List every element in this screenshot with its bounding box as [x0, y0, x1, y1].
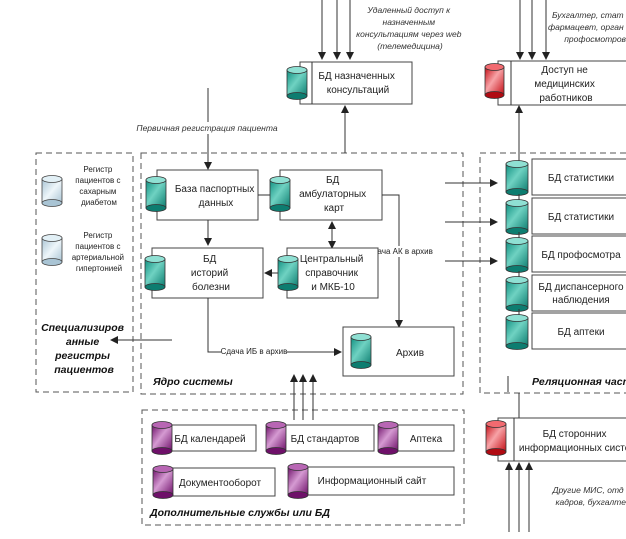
reference-db-node[interactable]: Центральный справочник и МКБ-10	[277, 247, 379, 299]
register-diabetes-label: Регистр пациентов с сахарным диабетом	[75, 165, 122, 207]
nonmed-note: Бухгалтер, стат фармацевт, орган профосм…	[548, 10, 626, 44]
database-icon	[144, 255, 166, 291]
ambulatory-db-label: БД амбулаторных карт	[299, 175, 369, 214]
relational-db-label: БД статистики	[548, 212, 614, 223]
consult-access-arrows	[318, 0, 354, 60]
passport-db-node[interactable]: База паспортных данных	[145, 169, 259, 221]
docflow-db-node[interactable]: Документооборот	[152, 465, 276, 499]
external-input-arrows	[505, 462, 533, 532]
registers-frame	[35, 152, 134, 393]
reference-db-label: Центральный справочник и МКБ-10	[300, 254, 366, 293]
core-title: Ядро системы	[152, 376, 233, 388]
database-icon	[377, 421, 399, 455]
relational-db-node[interactable]: БД профосмотра	[505, 232, 626, 273]
infosite-db-label: Информационный сайт	[318, 475, 427, 487]
external-db-label: БД сторонних информационных систем	[519, 429, 626, 454]
database-icon	[287, 463, 309, 499]
database-icon	[41, 175, 63, 207]
calendars-db-label: БД календарей	[174, 434, 245, 445]
ib-archive-label: Сдача ИБ в архив	[221, 347, 288, 356]
relational-title: Реляционная часть	[532, 376, 626, 388]
consult-note: Удаленный доступ к назначенным консульта…	[356, 5, 464, 51]
relational-frame	[479, 152, 626, 394]
extra-title: Дополнительные службы или БД	[149, 507, 330, 519]
register-diabetes[interactable]: Регистр пациентов с сахарным диабетом	[41, 165, 123, 207]
ak-archive-link	[382, 194, 403, 328]
database-icon	[265, 421, 287, 455]
database-icon	[505, 199, 529, 235]
consult-db-label: БД назначенных консультаций	[318, 71, 397, 96]
history-db-node[interactable]: БД историй болезни	[144, 247, 264, 299]
standards-db-label: БД стандартов	[291, 434, 360, 445]
pharmacy-db-label: Аптека	[410, 434, 443, 445]
consult-db-node[interactable]: БД назначенных консультаций	[286, 61, 413, 105]
database-icon	[145, 176, 167, 212]
database-icon	[485, 420, 507, 456]
ambulatory-db-node[interactable]: БД амбулаторных карт	[269, 169, 383, 221]
relational-list: БД статистики БД статистики БД профосмотра…	[505, 158, 626, 350]
register-hypertension-label: Регистр пациентов с артериальной гиперто…	[72, 231, 127, 273]
database-icon	[350, 333, 372, 369]
database-icon	[505, 160, 529, 196]
core-frame	[140, 152, 464, 395]
relational-db-node[interactable]: БД статистики	[505, 158, 626, 196]
archive-db-node[interactable]: Архив	[342, 326, 455, 377]
passport-db-label: База паспортных данных	[175, 184, 257, 209]
database-icon	[505, 276, 529, 312]
calendars-db-node[interactable]: БД календарей	[151, 421, 257, 455]
nonmed-access-label: Доступ не медицинских работников	[534, 65, 597, 104]
database-icon	[286, 66, 308, 100]
relational-db-node[interactable]: БД статистики	[505, 194, 626, 235]
database-icon	[269, 176, 291, 212]
registers-title: Специализиров анные регистры пациентов	[41, 322, 127, 376]
extra-core-arrows	[290, 374, 317, 420]
database-icon	[151, 421, 173, 455]
nonmed-access-node[interactable]: Доступ не медицинских работников	[484, 60, 626, 106]
ib-archive-link	[207, 298, 342, 356]
external-note: Другие МИС, отд кадров, бухгалте	[552, 485, 626, 507]
database-icon	[484, 63, 505, 99]
external-db-node[interactable]: БД сторонних информационных систем	[485, 417, 626, 462]
register-hypertension[interactable]: Регистр пациентов с артериальной гиперто…	[41, 231, 127, 273]
nonmed-access-arrows	[516, 0, 550, 60]
docflow-db-label: Документооборот	[179, 477, 262, 489]
core-relational-arrows	[445, 179, 498, 265]
relational-db-node[interactable]: БД аптеки	[505, 309, 626, 350]
infosite-db-node[interactable]: Информационный сайт	[287, 463, 455, 499]
standards-db-node[interactable]: БД стандартов	[265, 421, 375, 455]
database-icon	[277, 255, 299, 291]
ak-archive-label: Сдача АК в архив	[367, 247, 433, 256]
relational-db-label: БД статистики	[548, 173, 614, 184]
primary-reg-label: Первичная регистрация пациента	[136, 123, 277, 133]
relational-db-label: БД профосмотра	[541, 249, 621, 261]
pharmacy-db-node[interactable]: Аптека	[377, 421, 455, 455]
archive-db-label: Архив	[396, 348, 424, 359]
database-icon	[505, 237, 529, 273]
database-icon	[505, 314, 529, 350]
database-icon	[152, 465, 174, 499]
relational-db-label: БД аптеки	[557, 327, 604, 338]
history-db-label: БД историй болезни	[191, 254, 231, 293]
database-icon	[41, 234, 63, 266]
